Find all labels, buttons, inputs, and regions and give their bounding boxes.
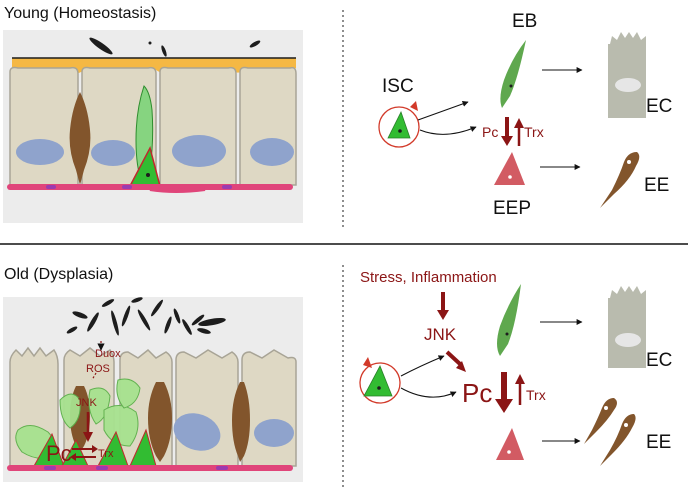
ee-cells-old — [70, 382, 250, 462]
microbes — [89, 37, 261, 57]
isc-icon — [387, 110, 411, 139]
nuclei — [16, 135, 294, 167]
tissue-duox-label: Duox — [95, 348, 121, 360]
tissue-jnk-label: JNK — [76, 397, 97, 409]
panel-young — [3, 30, 303, 223]
isc-icon-old — [363, 365, 393, 397]
jnk-label: JNK — [424, 325, 457, 344]
eb-icon — [500, 40, 526, 108]
lineage-old — [359, 284, 646, 466]
stress-label: Stress, Inflammation — [360, 269, 497, 286]
eb-label: EB — [512, 11, 537, 32]
ec-label: EC — [646, 96, 672, 117]
pc-label-old: Pc — [462, 378, 492, 408]
eep-label: EEP — [493, 198, 531, 219]
ee-icon — [600, 152, 640, 208]
eep-icon-old — [496, 428, 524, 460]
ee-label-old: EE — [646, 432, 671, 453]
pc-label: Pc — [482, 124, 498, 140]
ee-cell — [69, 92, 91, 185]
nuclei-old — [173, 413, 294, 451]
ee-icon-old-2 — [600, 414, 636, 466]
trx-label: Trx — [524, 124, 544, 140]
tissue-trx-label: Trx — [98, 448, 114, 460]
ee-label: EE — [644, 175, 669, 196]
microbes-old — [66, 297, 226, 336]
tissue-signaling — [70, 341, 105, 461]
labels: Young (Homeostasis) ISC EB EC Pc Trx EEP… — [4, 5, 672, 466]
title-old: Old (Dysplasia) — [4, 266, 113, 283]
ee-icon-old-1 — [584, 398, 617, 444]
title-young: Young (Homeostasis) — [4, 5, 156, 22]
trx-label-old: Trx — [526, 387, 546, 403]
tissue-pc-label: Pc — [46, 441, 72, 466]
ec-icon-old — [608, 286, 646, 368]
ec-icon — [608, 32, 646, 118]
panel-old — [3, 297, 303, 482]
isc-label: ISC — [382, 76, 414, 97]
eep-icon — [494, 152, 525, 185]
ec-label-old: EC — [646, 350, 672, 371]
eb-icon-old — [497, 284, 521, 356]
tissue-ros-label: ROS — [86, 363, 110, 375]
lineage-young — [378, 32, 646, 208]
dysplastic-cells — [15, 378, 141, 459]
isc-cells-old — [33, 428, 157, 467]
